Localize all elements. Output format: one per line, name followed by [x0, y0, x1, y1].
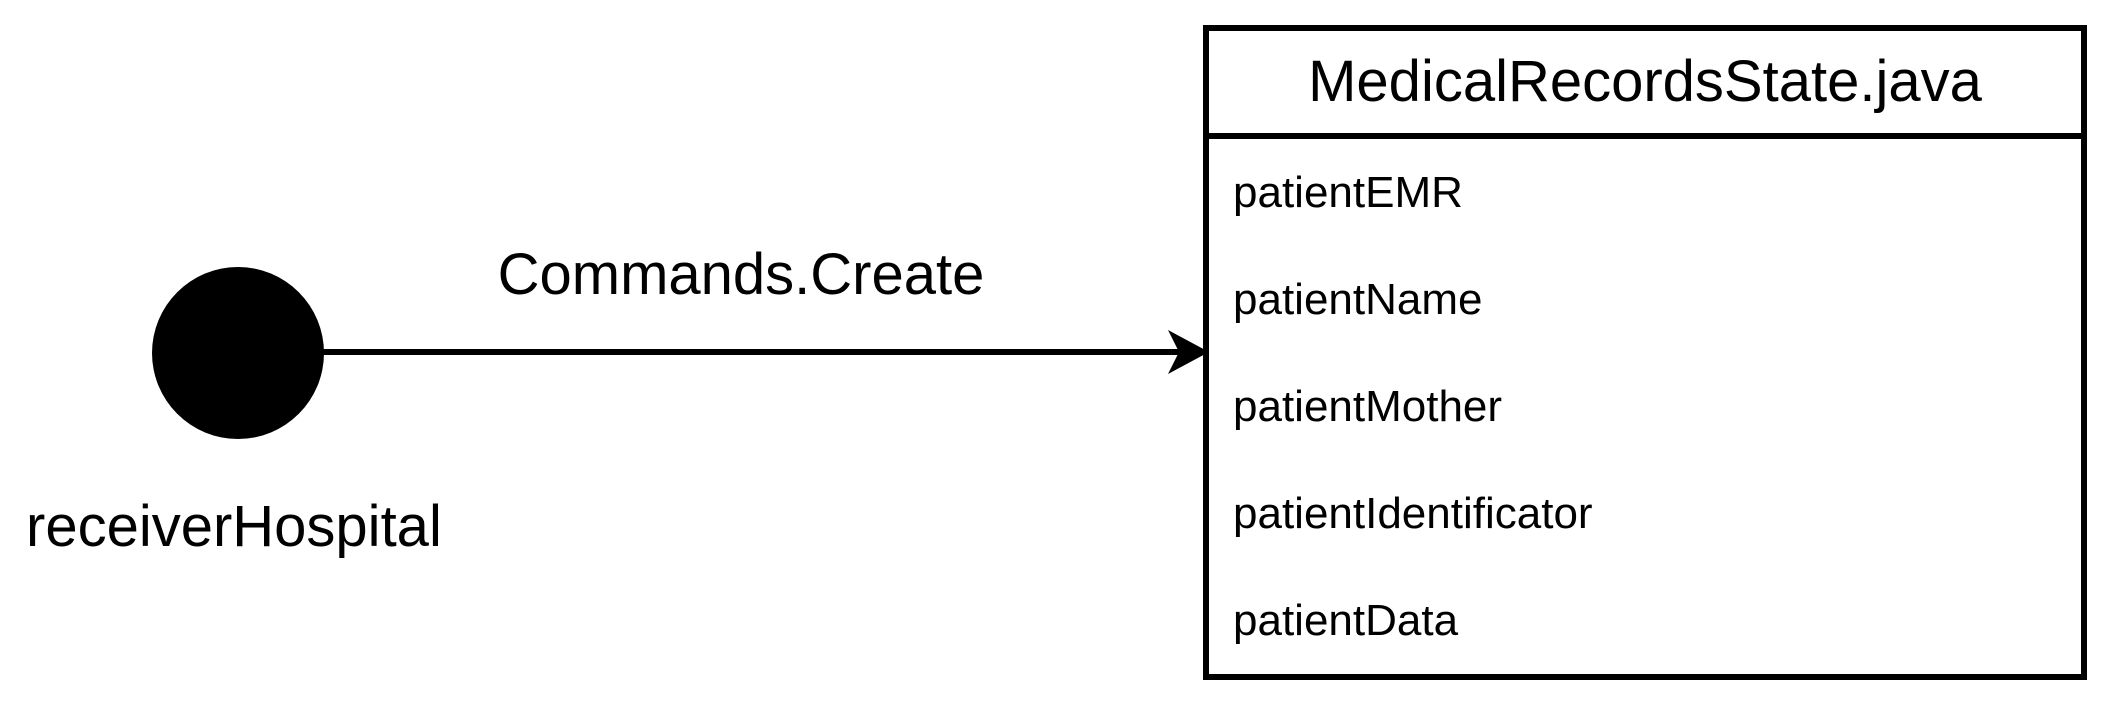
class-title: MedicalRecordsState.java: [1209, 31, 2081, 139]
class-field-patient-data: patientData: [1233, 596, 1459, 645]
arrow-label: Commands.Create: [497, 242, 985, 307]
class-field-patient-mother: patientMother: [1233, 382, 1503, 431]
class-box: MedicalRecordsState.java patientEMR pati…: [1203, 25, 2087, 680]
class-field-patient-name: patientName: [1233, 275, 1483, 324]
class-field-patient-emr: patientEMR: [1233, 168, 1463, 217]
class-fields: patientEMR patientName patientMother pat…: [1209, 139, 2081, 674]
actor-node-circle: [152, 267, 324, 439]
actor-label: receiverHospital: [26, 494, 442, 559]
class-field-patient-identificator: patientIdentificator: [1233, 489, 1593, 538]
